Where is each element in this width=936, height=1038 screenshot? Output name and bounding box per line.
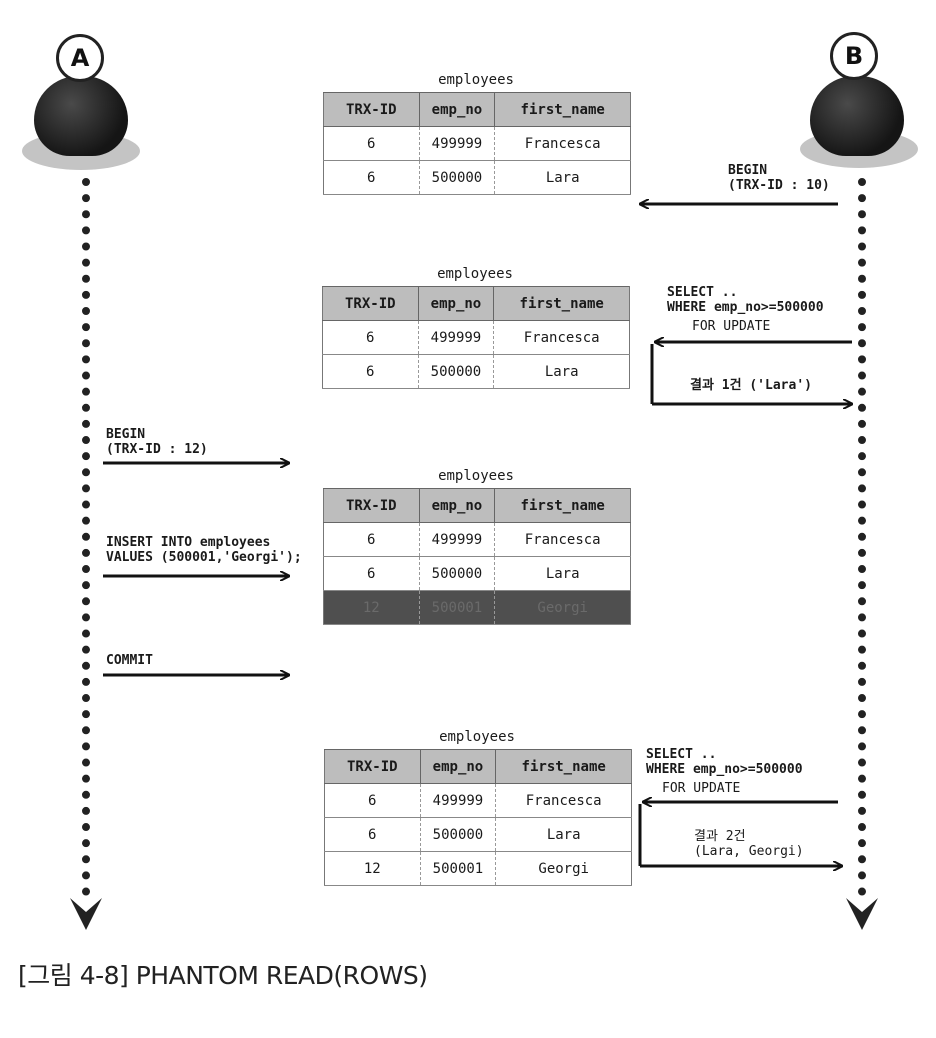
label-b-select-2-for-update: FOR UPDATE [662,781,741,796]
label-b-select-1-for-update: FOR UPDATE [692,319,771,334]
lifeline-b [858,178,866,896]
table-row: 6 500000 Lara [324,817,632,852]
cell-trx: 6 [323,126,420,161]
lifeline-a-arrowhead [70,898,102,930]
cell-emp-no: 500000 [418,160,496,195]
cell-first-name: Lara [494,160,631,195]
cell-trx: 6 [323,556,420,591]
table-row: 6 499999 Francesca [322,320,630,355]
header-trx-id: TRX-ID [324,749,421,784]
cell-first-name: Georgi [494,590,631,625]
table-header-row: TRX-ID emp_no first_name [323,92,631,127]
cell-trx: 6 [322,320,419,355]
table-row: 6 499999 Francesca [324,783,632,818]
cell-emp-no: 499999 [418,126,496,161]
cell-trx: 12 [324,851,421,886]
table-row: 6 499999 Francesca [323,126,631,161]
table-header-row: TRX-ID emp_no first_name [322,286,630,321]
label-b-select-1: SELECT .. WHERE emp_no>=500000 [667,285,824,315]
cell-first-name: Georgi [495,851,632,886]
label-b-result-1: 결과 1건 ('Lara') [690,378,812,393]
table-row: 6 500000 Lara [322,354,630,389]
table-2-caption: employees [437,266,513,282]
table-4-caption: employees [439,729,515,745]
cell-emp-no: 500000 [419,817,497,852]
header-emp-no: emp_no [419,749,497,784]
table-row: 6 500000 Lara [323,556,631,591]
label-a-begin: BEGIN (TRX-ID : 12) [106,427,208,457]
header-first-name: first_name [495,749,632,784]
cell-emp-no: 500001 [418,590,496,625]
table-row: 6 499999 Francesca [323,522,631,557]
label-b-select-2: SELECT .. WHERE emp_no>=500000 [646,747,803,777]
table-header-row: TRX-ID emp_no first_name [324,749,632,784]
table-4: TRX-ID emp_no first_name 6 499999 France… [324,749,632,886]
header-first-name: first_name [494,488,631,523]
cell-emp-no: 499999 [418,522,496,557]
header-emp-no: emp_no [417,286,495,321]
cell-first-name: Lara [495,817,632,852]
header-trx-id: TRX-ID [323,488,420,523]
table-1: TRX-ID emp_no first_name 6 499999 France… [323,92,631,195]
header-emp-no: emp_no [418,92,496,127]
table-2: TRX-ID emp_no first_name 6 499999 France… [322,286,630,389]
cell-trx: 12 [323,590,420,625]
cell-first-name: Francesca [494,522,631,557]
cell-emp-no: 500000 [417,354,495,389]
label-a-insert: INSERT INTO employees VALUES (500001,'Ge… [106,535,302,565]
cell-trx: 6 [323,160,420,195]
lifeline-b-arrowhead [846,898,878,930]
table-3-caption: employees [438,468,514,484]
actor-b-body [810,76,904,156]
header-first-name: first_name [494,92,631,127]
label-b-begin: BEGIN (TRX-ID : 10) [728,163,830,193]
cell-trx: 6 [324,817,421,852]
figure-caption: [그림 4-8] PHANTOM READ(ROWS) [18,961,428,990]
actor-a-body [34,76,128,156]
label-b-result-2: 결과 2건 (Lara, Georgi) [694,829,804,859]
table-row: 6 500000 Lara [323,160,631,195]
table-3: TRX-ID emp_no first_name 6 499999 France… [323,488,631,625]
actor-b-head: B [830,32,878,80]
cell-emp-no: 499999 [419,783,497,818]
lifeline-a [82,178,90,896]
cell-first-name: Lara [493,354,630,389]
cell-emp-no: 500001 [419,851,497,886]
label-a-commit: COMMIT [106,653,153,668]
table-row-highlighted: 12 500001 Georgi [323,590,631,625]
table-1-caption: employees [438,72,514,88]
header-trx-id: TRX-ID [322,286,419,321]
actor-a-head: A [56,34,104,82]
cell-first-name: Francesca [495,783,632,818]
table-row: 12 500001 Georgi [324,851,632,886]
cell-emp-no: 499999 [417,320,495,355]
table-header-row: TRX-ID emp_no first_name [323,488,631,523]
header-first-name: first_name [493,286,630,321]
